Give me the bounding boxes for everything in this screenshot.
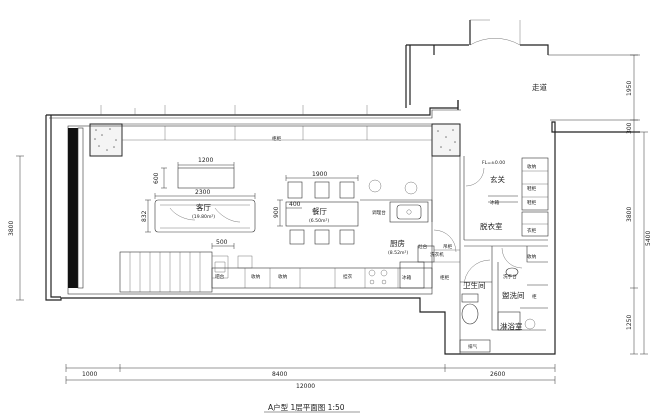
dim-2300: 2300 (195, 189, 210, 196)
counter-label: 调理台 (372, 209, 386, 216)
room-kitchen: 厨房 (390, 238, 405, 248)
room-living-area: (19.80m²) (192, 214, 215, 220)
shoe1-label: 收纳 (527, 163, 537, 170)
room-dining-area: (6.50m²) (309, 218, 329, 224)
fixture-labels: FL=±0.00 柜柜 调理台 冰箱 灶台 吧台 收纳 收纳 挂衣 收纳 鞋柜 … (215, 135, 537, 350)
column-right (431, 123, 461, 157)
dim-right-3800: 3800 (626, 207, 633, 222)
dim-bot-8400: 8400 (272, 371, 287, 378)
dim-500: 500 (216, 239, 228, 246)
room-kitchen-area: (8.52m²) (388, 250, 408, 256)
dim-900: 900 (273, 206, 280, 218)
fridge2-label: 冰箱 (490, 199, 500, 206)
storage-label: 收纳 (251, 273, 261, 280)
bar-label: 吧台 (215, 273, 225, 280)
c1-label: 收纳 (527, 253, 537, 260)
wash-label: 洗衣机 (430, 251, 444, 258)
storage2-label: 收纳 (278, 273, 288, 280)
room-outlines (67, 19, 549, 354)
hanger-label: 挂衣 (343, 273, 353, 280)
c3-label: 柜柜 (440, 274, 450, 281)
fridge-label: 冰箱 (402, 274, 412, 281)
title-text: A户型 1层平面图 1:50 (268, 402, 345, 412)
structural-columns (89, 123, 461, 157)
dim-right-1950: 1950 (626, 81, 633, 96)
level-label: FL=±0.00 (482, 160, 505, 166)
dim-right-1250: 1250 (626, 315, 633, 330)
shoe3-label: 鞋柜 (527, 199, 537, 206)
shoe2-label: 鞋柜 (527, 185, 537, 192)
exhaust-label: 排气 (468, 343, 478, 350)
room-laundry: 盥洗间 (502, 290, 525, 300)
room-wc: 卫生间 (463, 280, 486, 290)
dim-1900: 1900 (312, 171, 327, 178)
room-labels: 客厅 (19.80m²) 餐厅 (6.50m²) 厨房 (8.52m²) 玄关 … (192, 82, 547, 331)
outer-walls (45, 20, 640, 355)
sink-label: 洗手台 (503, 273, 517, 280)
dim-600: 600 (153, 172, 160, 184)
room-foyer: 玄关 (490, 174, 505, 184)
dim-bot-1000: 1000 (82, 371, 97, 378)
drawing-title: A户型 1层平面图 1:50 (264, 402, 360, 413)
dim-bot-12000: 12000 (296, 383, 315, 390)
room-shower: 淋浴室 (500, 321, 523, 331)
room-closet: 脱衣室 (480, 221, 503, 231)
room-living: 客厅 (196, 202, 211, 212)
coffee-table (177, 167, 235, 189)
room-dining: 餐厅 (312, 207, 327, 216)
cabinet-top-label: 柜柜 (272, 135, 282, 142)
stove-label: 灶台 (418, 243, 428, 250)
c2-label: 衣柜 (527, 227, 537, 234)
dim-left-3800: 3800 (8, 221, 15, 236)
dining-table (285, 201, 359, 227)
black-wall-panel (68, 128, 78, 288)
dim-bot-2600: 2600 (490, 371, 505, 378)
dim-right-5400: 5400 (645, 231, 652, 246)
dim-400: 400 (289, 201, 301, 208)
dim-832: 832 (141, 210, 148, 222)
column-left (89, 123, 123, 157)
wm-label: 柜 (532, 293, 537, 300)
dim-right-300: 300 (626, 122, 633, 134)
room-corridor: 走道 (532, 82, 547, 92)
furniture (154, 167, 418, 269)
dimension-lines (16, 54, 648, 384)
sofa (154, 199, 256, 233)
dim-1200: 1200 (198, 157, 213, 164)
shelf-label: 吊柜 (443, 243, 453, 250)
dimension-labels: 1200 600 2300 832 1900 400 900 500 3800 … (8, 81, 652, 390)
